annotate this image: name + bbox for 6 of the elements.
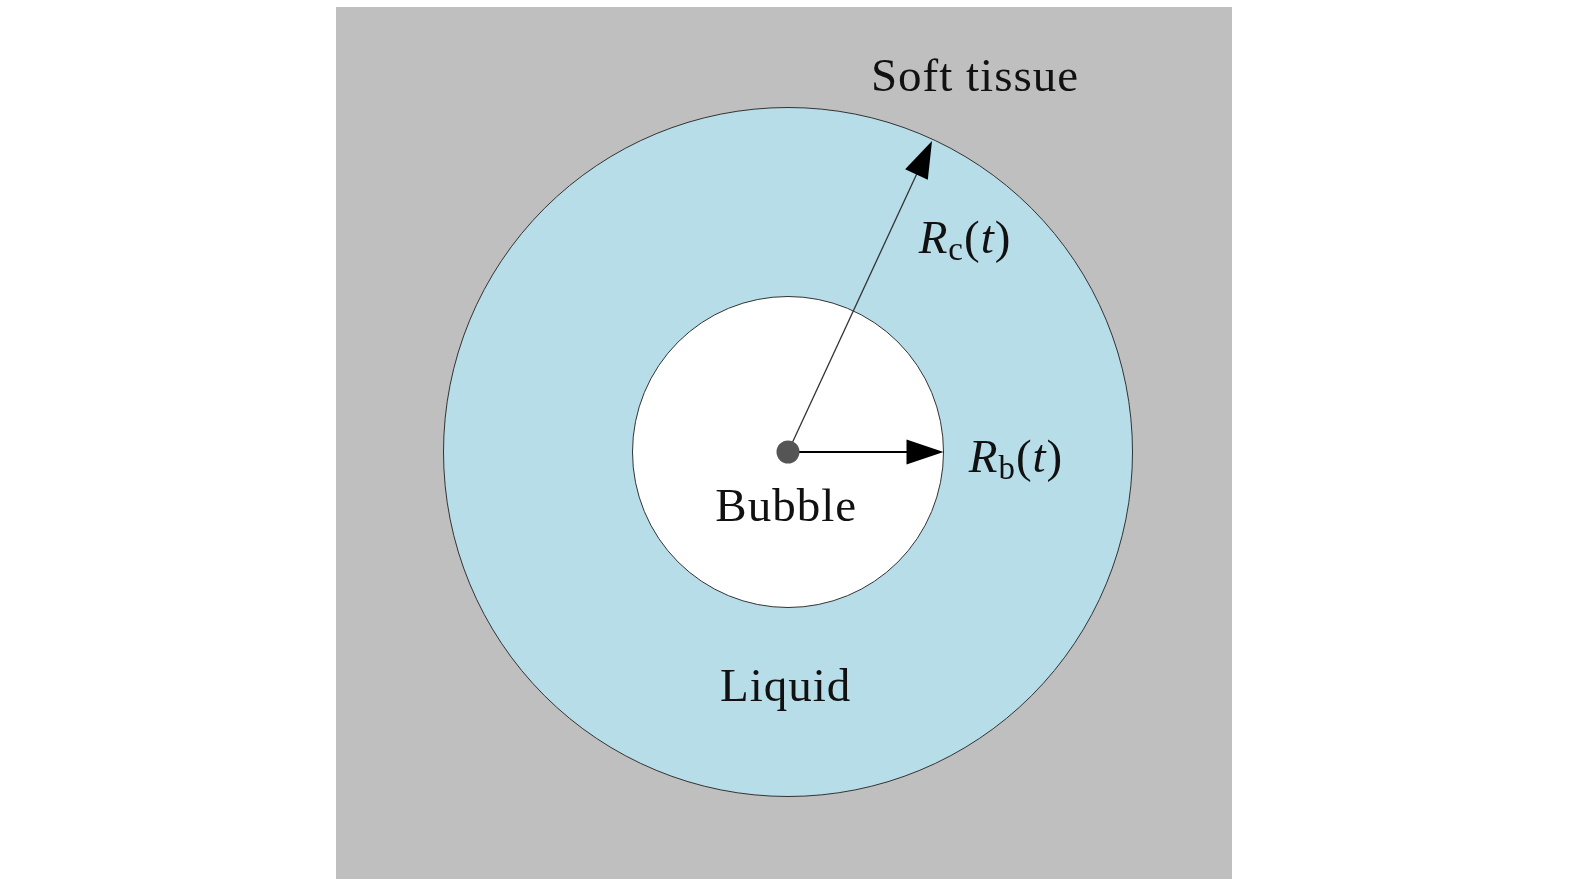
region-label: Soft tissue xyxy=(870,48,1080,102)
radius-label: R$_{c}$(t) xyxy=(918,210,1012,264)
region-label: Bubble xyxy=(715,478,858,533)
tissue-region xyxy=(336,7,1232,879)
radius-label: R$_{b}$(t) xyxy=(968,429,1064,483)
region-label: Liquid xyxy=(719,657,852,712)
